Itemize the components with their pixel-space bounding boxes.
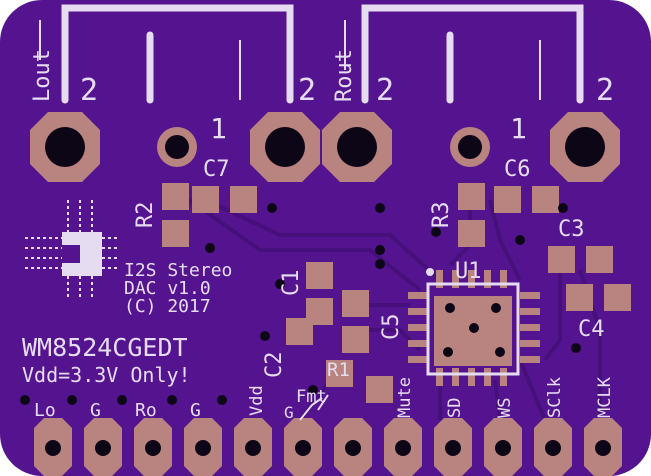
pin-label-g2: G <box>190 400 201 421</box>
c5-label: C5 <box>379 314 404 341</box>
pin-label-lo: Lo <box>34 400 56 421</box>
jack-guides <box>39 20 541 100</box>
pin-label-vdd: Vdd <box>247 385 267 416</box>
title-line-2: DAC v1.0 <box>124 278 211 299</box>
c3-label: C3 <box>558 217 585 242</box>
jack-right-outline <box>361 4 584 104</box>
jack-left-pin2-label: 2 <box>80 73 98 108</box>
jack-right-label: Rout <box>332 49 357 102</box>
vias <box>20 203 581 405</box>
part-number: WM8524CGEDT <box>22 333 188 362</box>
c7-label: C7 <box>203 157 230 182</box>
voltage-note: Vdd=3.3V Only! <box>22 363 191 387</box>
jack-right-pin2-label: 2 <box>376 73 394 108</box>
r1-label: R1 <box>327 359 350 381</box>
pin-label-ws: WS <box>495 398 515 418</box>
pin-label-g1: G <box>90 400 101 421</box>
u1-label: U1 <box>455 259 482 284</box>
pin-label-mute: Mute <box>395 377 415 418</box>
pin-label-sd: SD <box>445 398 465 418</box>
fmt-jumper-marker <box>299 394 329 421</box>
title-line-3: (C) 2017 <box>124 296 211 317</box>
jack-right-pin2b-label: 2 <box>596 73 614 108</box>
c1-label: C1 <box>279 270 304 297</box>
chip-logo <box>25 200 118 300</box>
jack-right-pin1-label: 1 <box>510 112 527 145</box>
smd-pads <box>162 183 631 403</box>
jack-left-label: Lout <box>30 49 55 102</box>
jack-left-pin1-label: 1 <box>210 112 227 145</box>
fmt-ground-label: G <box>284 403 294 422</box>
fmt-label: Fmt <box>296 387 327 407</box>
c6-label: C6 <box>504 157 531 182</box>
r3-label: R3 <box>429 202 454 229</box>
c2-label: C2 <box>262 352 287 379</box>
jack-left-outline <box>61 4 294 104</box>
header-pads <box>34 418 622 476</box>
jack-left-pin2b-label: 2 <box>298 73 316 108</box>
c4-label: C4 <box>578 317 605 342</box>
jack-pads <box>30 112 620 182</box>
r2-label: R2 <box>133 202 158 229</box>
title-line-1: I2S Stereo <box>124 260 232 281</box>
pin-label-mclk: MCLK <box>595 376 615 418</box>
pin-label-sclk: SClk <box>545 377 565 418</box>
pin-label-ro: Ro <box>135 400 157 421</box>
